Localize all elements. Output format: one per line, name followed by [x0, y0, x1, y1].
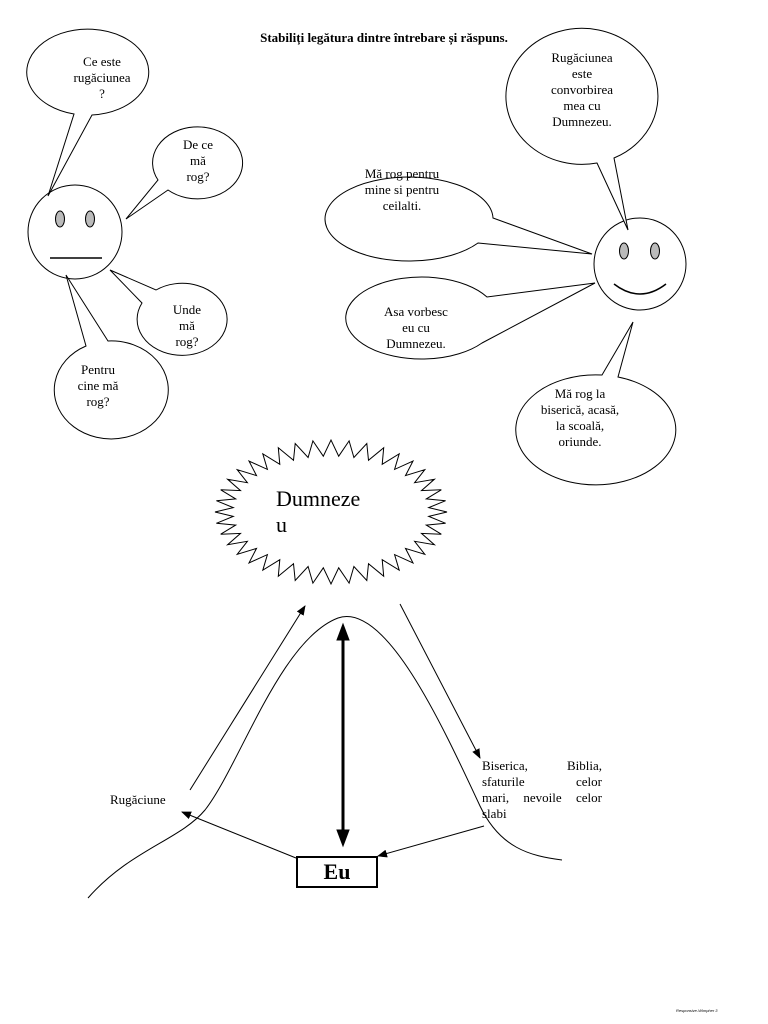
- answer-text-3: Asa vorbesc eu cu Dumnezeu.: [384, 304, 448, 351]
- biserica-label-line: sfaturile celor: [482, 774, 602, 789]
- question-text-2: De ce mă rog?: [183, 137, 213, 184]
- footer-text: Responsive-Wimpher 3: [676, 1008, 718, 1013]
- question-text-1: Ce este rugăciunea ?: [73, 54, 131, 101]
- answer-bubble-4: [515, 321, 677, 486]
- arrow-down-right: [399, 603, 481, 759]
- double-arrow-top-head: [336, 622, 350, 641]
- sad-face-icon: [27, 184, 123, 280]
- dumnezeu-label: Dumneze u: [276, 486, 361, 537]
- question-text-4: Pentru cine mă rog?: [77, 362, 119, 409]
- question-text-3: Unde mă rog?: [172, 302, 202, 349]
- answer-text-2: Mă rog pentru mine si pentru ceilalti.: [364, 166, 440, 213]
- double-arrow-bottom-head: [336, 829, 350, 848]
- question-bubble-4: [53, 274, 169, 440]
- biserica-label-line: Biserica, Biblia,: [482, 758, 602, 773]
- happy-face-icon: [593, 217, 687, 311]
- page-title: Stabiliți legătura dintre întrebare și r…: [260, 30, 508, 45]
- biserica-label-line: slabi: [482, 806, 507, 821]
- starburst-shape: [214, 438, 448, 586]
- arrow-up-left: [189, 605, 306, 791]
- answer-bubble-3: [345, 276, 596, 360]
- arrow-eu-to-rugaciune: [181, 811, 297, 859]
- answer-text-1: Rugăciunea este convorbirea mea cu Dumne…: [550, 50, 614, 129]
- answer-bubble-1: [505, 27, 659, 231]
- answer-bubble-2: [324, 176, 593, 262]
- question-bubble-2: [125, 126, 244, 220]
- arrow-right-to-eu: [377, 825, 485, 858]
- answer-text-4: Mă rog la biserică, acasă, la scoală, or…: [540, 386, 620, 449]
- biserica-label-line: mari, nevoile celor: [482, 790, 602, 805]
- mountain-curve: [87, 616, 563, 899]
- question-bubble-1: [26, 28, 150, 197]
- eu-box: Eu: [296, 856, 378, 888]
- biserica-label: Biserica, Biblia, sfaturile celor mari, …: [482, 758, 602, 822]
- rugaciune-label: Rugăciune: [110, 792, 166, 807]
- question-bubble-3: [109, 269, 228, 356]
